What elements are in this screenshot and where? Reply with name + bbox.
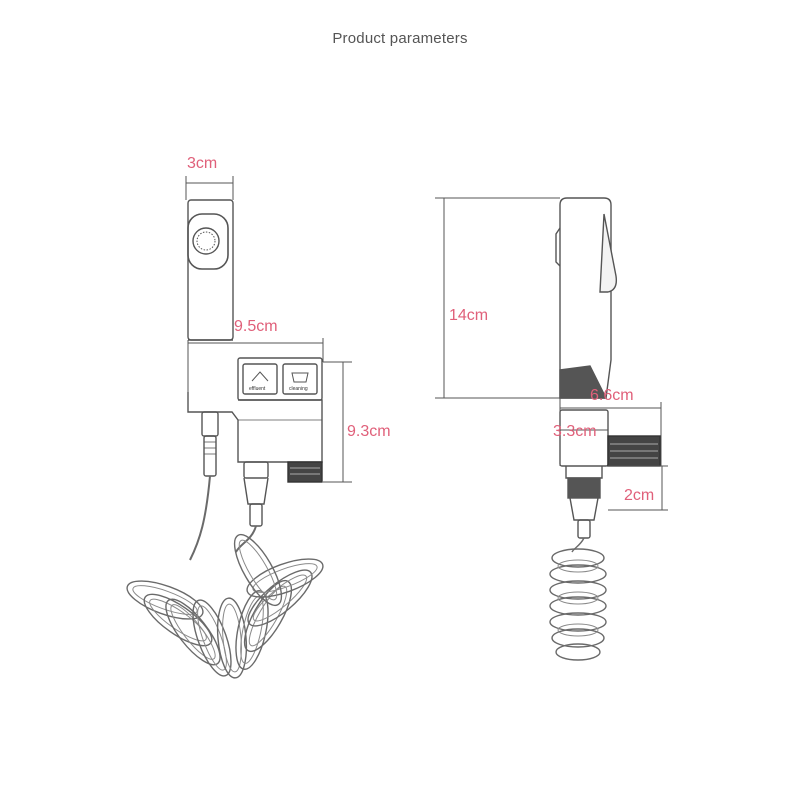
spray-face: [187, 213, 229, 270]
toilet-icon: [291, 372, 309, 383]
label-valve-height: 9.3cm: [347, 423, 391, 440]
nozzle-side: [555, 227, 561, 267]
spray-head-side: [559, 197, 612, 399]
dimension-head-height: [435, 197, 560, 399]
button-effluent: [242, 363, 278, 395]
page-title: Product parameters: [332, 30, 468, 47]
dimension-valve-height: [323, 361, 352, 483]
front-view: [121, 176, 352, 682]
dimension-depth-total: [560, 402, 662, 466]
hose-left: [189, 475, 211, 561]
hose-connector-side: [565, 466, 603, 539]
threaded-outlet: [287, 461, 323, 483]
arrow-icon: [251, 371, 269, 382]
label-depth-total: 6.6cm: [590, 387, 634, 404]
trigger-lever: [599, 213, 618, 293]
label-thread-height: 2cm: [624, 487, 654, 504]
valve-housing: [187, 392, 323, 463]
label-button-effluent: effluent: [249, 386, 266, 392]
side-view: [435, 197, 668, 661]
hose-connector-middle: [243, 461, 269, 527]
button-cleaning: [282, 363, 318, 395]
coiled-hose-side: [549, 537, 607, 661]
label-button-cleaning: cleaning: [289, 386, 308, 392]
dimension-total-width: [187, 338, 324, 392]
coiled-hose-front: [121, 527, 329, 682]
label-total-width: 9.5cm: [234, 318, 278, 335]
label-head-height: 14cm: [449, 307, 488, 324]
head-wedge: [559, 365, 608, 399]
dimension-head-width: [185, 176, 234, 200]
nozzle-icon: [192, 227, 220, 255]
dimension-thread-height: [608, 465, 668, 511]
label-head-width: 3cm: [187, 155, 217, 172]
label-depth-body: 3.3cm: [553, 423, 597, 440]
hose-connector-left: [201, 411, 219, 477]
